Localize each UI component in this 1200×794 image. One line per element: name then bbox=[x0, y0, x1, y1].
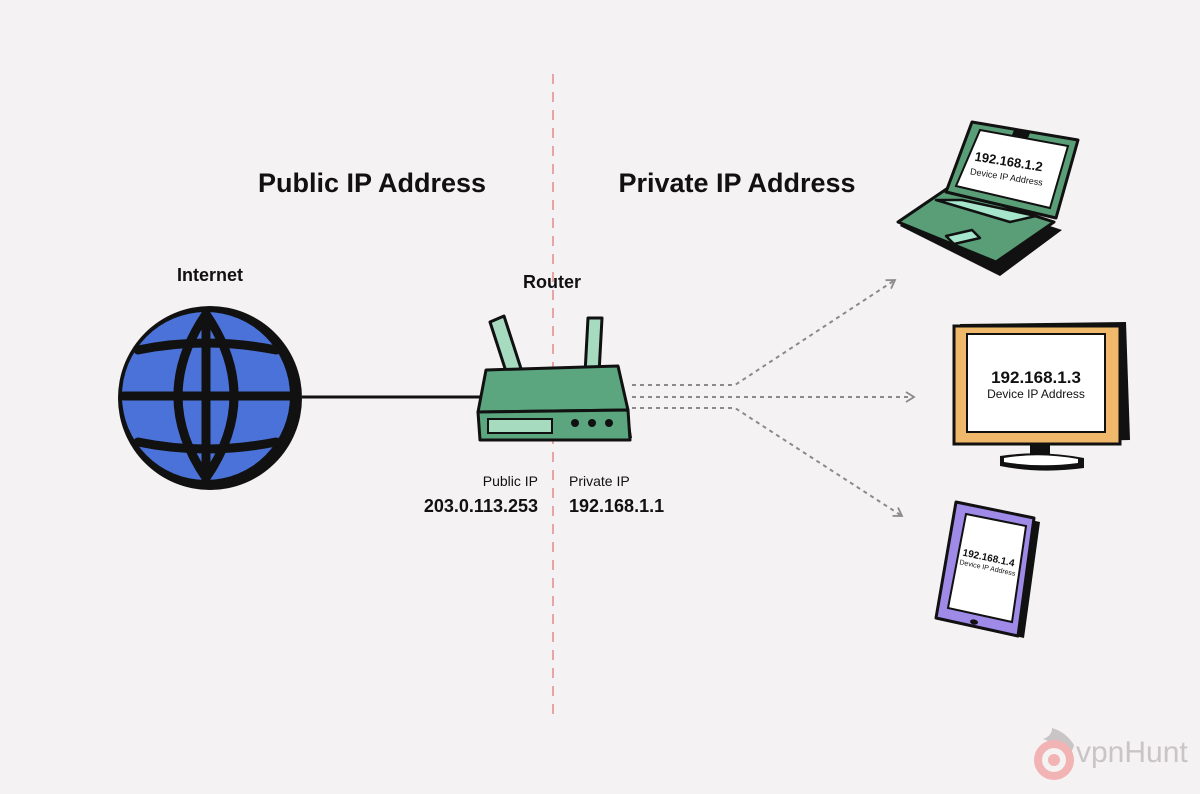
private-ip-heading: Private IP Address bbox=[618, 168, 855, 198]
vpnhunt-logo-icon bbox=[1034, 728, 1074, 780]
monitor-ip-caption: Device IP Address bbox=[987, 387, 1085, 401]
public-ip-heading: Public IP Address bbox=[258, 168, 486, 198]
router-label: Router bbox=[523, 272, 581, 292]
tablet-icon bbox=[934, 500, 1040, 638]
private-ip-label: Private IP bbox=[569, 473, 630, 489]
monitor-icon bbox=[952, 322, 1130, 471]
monitor-ip: 192.168.1.3 bbox=[991, 368, 1081, 387]
laptop-icon bbox=[896, 120, 1080, 276]
internet-label: Internet bbox=[177, 265, 243, 285]
arrow-to-tablet bbox=[632, 407, 904, 517]
globe-icon bbox=[118, 306, 302, 490]
public-ip-value: 203.0.113.253 bbox=[424, 496, 538, 516]
arrow-to-laptop bbox=[632, 279, 897, 386]
public-ip-label: Public IP bbox=[483, 473, 538, 489]
private-ip-value: 192.168.1.1 bbox=[569, 496, 664, 516]
router-icon bbox=[476, 314, 632, 442]
brand-name: vpnHunt bbox=[1076, 736, 1188, 769]
